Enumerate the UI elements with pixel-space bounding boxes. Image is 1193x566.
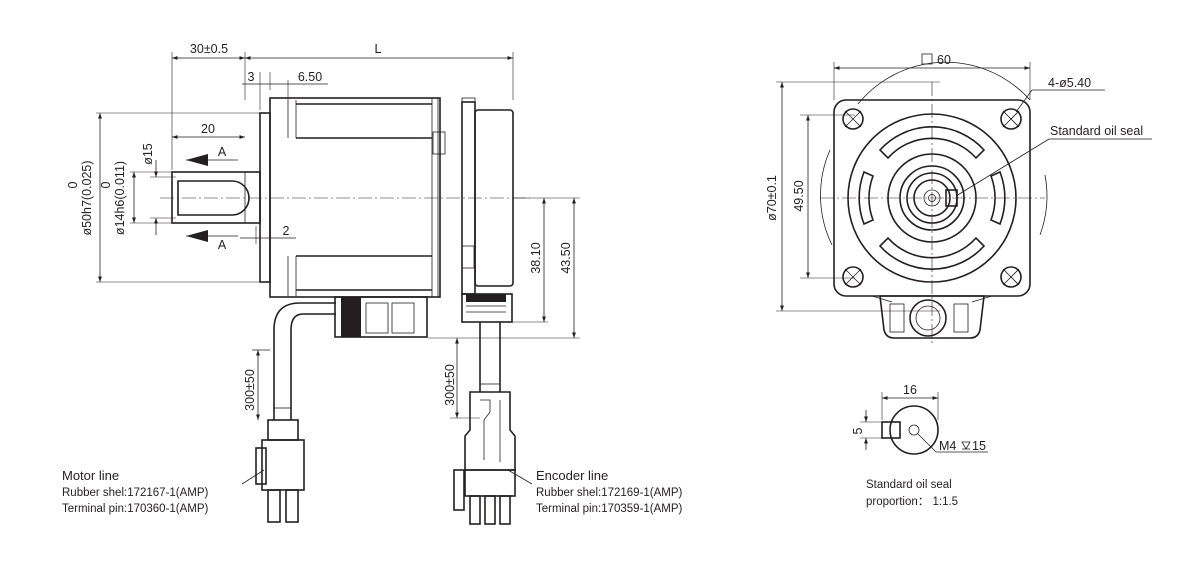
front-view xyxy=(776,61,1152,345)
dim-2: 2 xyxy=(283,224,290,238)
motor-line-rubber-shell: Rubber shel:172167-1(AMP) xyxy=(62,487,209,499)
dim-pcd: ø70±0.1 xyxy=(765,175,779,221)
dim-flange-dia-tol-zero: 0 xyxy=(66,181,80,188)
encoder-line-rubber-shell: Rubber shel:172169-1(AMP) xyxy=(536,487,683,499)
dim-seal-depth: 15 xyxy=(972,439,986,453)
side-view xyxy=(96,52,580,525)
dim-spigot: 6.50 xyxy=(298,70,322,84)
dim-square: 60 xyxy=(937,53,951,67)
dim-mounting-holes: 4-ø5.40 xyxy=(1048,76,1091,90)
square-symbol xyxy=(921,53,933,65)
section-mark-top: A xyxy=(218,145,227,159)
dim-seal-16: 16 xyxy=(903,383,917,397)
seal-caption-line2: proportion： 1:1.5 xyxy=(866,496,958,508)
oil-seal-label: Standard oil seal xyxy=(1050,124,1143,138)
dim-flange-3: 3 xyxy=(248,70,255,84)
dim-motor-cable-length: 300±50 xyxy=(243,369,257,411)
dim-shaft-dia: ø14h6(0.011) xyxy=(113,161,127,235)
dim-43-50: 43.50 xyxy=(559,242,573,273)
seal-detail xyxy=(860,392,988,455)
section-mark-bottom: A xyxy=(218,238,227,252)
encoder-line-terminal-pin: Terminal pin:170359-1(AMP) xyxy=(536,503,683,515)
motor-line-terminal-pin: Terminal pin:170360-1(AMP) xyxy=(62,503,209,515)
dim-key-length: 20 xyxy=(201,122,215,136)
dim-shaft-dia-tol-zero: 0 xyxy=(99,181,113,188)
encoder-line-title: Encoder line xyxy=(536,468,608,483)
dim-key-width: ø15 xyxy=(141,143,155,165)
seal-caption-line1: Standard oil seal xyxy=(866,479,952,491)
motor-line-title: Motor line xyxy=(62,468,119,483)
dim-body-length: L xyxy=(375,42,382,56)
dim-encoder-cable-length: 300±50 xyxy=(443,364,457,406)
dim-49-50: 49.50 xyxy=(792,180,806,211)
dim-seal-5: 5 xyxy=(851,427,865,434)
dim-seal-thread: M4 xyxy=(939,439,956,453)
dim-flange-dia: ø50h7(0.025) xyxy=(80,160,94,235)
dim-shaft-length: 30±0.5 xyxy=(190,42,228,56)
dim-38-10: 38.10 xyxy=(529,242,543,273)
